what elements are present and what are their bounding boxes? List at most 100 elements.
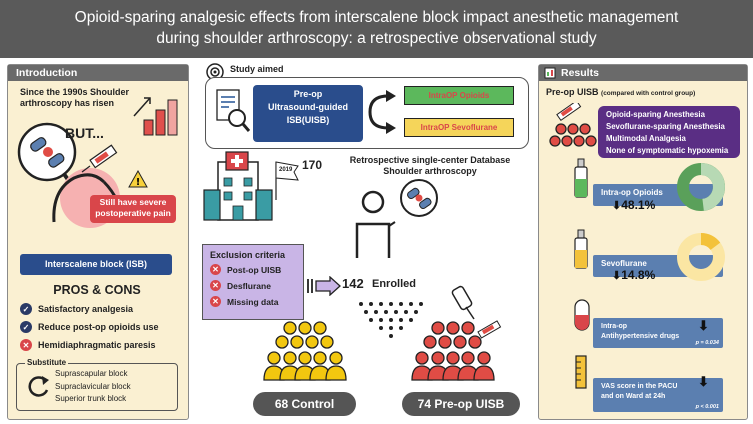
vas-result-bar: VAS score in the PACU and on Ward at 24h… xyxy=(593,378,723,412)
con-item: ✕ Hemidiaphragmatic paresis xyxy=(20,339,159,351)
pro-item: ✓ Reduce post-op opioids use xyxy=(20,321,159,333)
pain-line-2: postoperative pain xyxy=(95,208,171,218)
database-text: Retrospective single-center Database Sho… xyxy=(330,155,530,177)
since-text-line-2: arthroscopy has risen xyxy=(20,98,115,108)
document-search-icon xyxy=(216,89,251,132)
cross-icon: ✕ xyxy=(210,296,221,307)
uisb-line-1: Pre-op xyxy=(293,89,323,99)
substitute-item: Supraclavicular block xyxy=(55,381,131,391)
substitute-item: Suprascapular block xyxy=(55,369,128,378)
check-icon: ✓ xyxy=(20,303,32,315)
results-subtitle-rest: (compared with control group) xyxy=(601,90,696,97)
results-title: Results xyxy=(561,67,599,79)
substitute-item: Superior trunk block xyxy=(55,394,127,403)
database-count: 170 xyxy=(302,158,323,172)
check-icon: ✓ xyxy=(20,321,32,333)
results-subtitle-bold: Pre-op UISB xyxy=(546,87,599,97)
opioid-result-label: Intra-op Opioids xyxy=(601,188,663,197)
uisb-box: Pre-op Ultrasound-guided ISB(UISB) xyxy=(253,85,363,142)
clipboard-icon xyxy=(544,67,556,79)
enrolled-number: 142 xyxy=(342,276,364,291)
substitute-list: Suprascapular block Supraclavicular bloc… xyxy=(55,368,131,406)
exclusion-item-label: Desflurane xyxy=(227,280,271,291)
since-text: Since the 1990s Shoulder arthroscopy has… xyxy=(20,87,129,109)
since-text-line-1: Since the 1990s Shoulder xyxy=(20,87,130,97)
vas-result-label: VAS score in the PACU and on Ward at 24h xyxy=(601,383,678,400)
pill-capsule-icon xyxy=(574,299,590,331)
exclusion-item: ✕ Post-op UISB xyxy=(203,264,303,275)
warning-icon: ! xyxy=(128,170,148,188)
pro-item-label: Reduce post-op opioids use xyxy=(38,322,159,332)
control-group-icon xyxy=(263,321,347,381)
effects-box: Opioid-sparing Anesthesia Sevoflurane-sp… xyxy=(598,106,740,158)
growth-chart-icon xyxy=(133,97,178,136)
pros-cons-title: PROS & CONS xyxy=(53,283,141,297)
exclusion-item-label: Missing data xyxy=(227,296,279,307)
pro-item: ✓ Satisfactory analgesia xyxy=(20,303,159,315)
pain-line-1: Still have severe xyxy=(99,197,167,207)
ultrasound-probe-icon xyxy=(451,285,475,320)
cross-icon: ✕ xyxy=(20,339,32,351)
uisb-count-pill: 74 Pre-op UISB xyxy=(402,392,520,416)
branch-arrows-icon xyxy=(368,90,396,134)
svg-text:!: ! xyxy=(136,177,141,188)
uisb-line-3: ISB(UISB) xyxy=(286,115,330,125)
substitute-title: Substitute xyxy=(25,358,69,367)
sevoflurane-donut xyxy=(677,233,725,281)
sevoflurane-result-label: Sevoflurane xyxy=(601,259,647,268)
cross-icon: ✕ xyxy=(210,280,221,291)
exclusion-title: Exclusion criteria xyxy=(210,250,286,260)
cycle-icon xyxy=(28,376,49,397)
introduction-title: Introduction xyxy=(16,67,78,79)
pros-cons-list: ✓ Satisfactory analgesia ✓ Reduce post-op … xyxy=(20,303,159,351)
results-subtitle: Pre-op UISB (compared with control group… xyxy=(546,87,695,97)
effect-item: Multimodal Analgesia xyxy=(606,134,686,143)
enroll-arrow-icon xyxy=(307,276,341,296)
isb-label: Interscalene block (ISB) xyxy=(20,254,172,275)
uisb-group-icon xyxy=(411,320,502,381)
title-banner: Opioid-sparing analgesic effects from in… xyxy=(0,0,753,58)
effect-item: None of symptomatic hypoxemia xyxy=(606,146,729,155)
exclusion-item-label: Post-op UISB xyxy=(227,264,282,275)
flow-dots-icon xyxy=(359,302,423,338)
effect-item: Sevoflurane-sparing Anesthesia xyxy=(606,122,725,131)
substitute-box: Substitute Suprascapular block Supraclav… xyxy=(16,358,178,411)
antihypertensive-down-arrow-icon: ⬇ xyxy=(698,318,709,333)
antihypertensive-result-bar: Intra-op Antihypertensive drugs p = 0.03… xyxy=(593,318,723,348)
results-heading: Results xyxy=(539,65,747,81)
vas-p-value: p < 0.001 xyxy=(695,404,719,410)
hospital-icon xyxy=(203,151,299,221)
sevoflurane-result-number: 14.8% xyxy=(621,268,656,282)
exclusion-box: Exclusion criteria ✕ Post-op UISB ✕ Desflu… xyxy=(202,244,304,320)
enrolled-label: Enrolled xyxy=(372,278,417,290)
page-title-line-2: during shoulder arthroscopy: a retrospec… xyxy=(156,30,597,47)
vas-down-arrow-icon: ⬇ xyxy=(698,374,709,389)
effect-item: Opioid-sparing Anesthesia xyxy=(606,110,705,119)
opioid-vial-icon xyxy=(574,158,588,198)
sevoflurane-box: IntraOP Sevoflurane xyxy=(404,118,514,137)
syringe-crowd-icon xyxy=(549,103,597,147)
antihypertensive-p-value: p = 0.034 xyxy=(695,340,719,346)
opioid-result-value: ⬇48.1% xyxy=(612,198,655,212)
exclusion-item: ✕ Missing data xyxy=(203,296,303,307)
study-aimed-label: Study aimed xyxy=(230,64,284,74)
database-text-line-2: Shoulder arthroscopy xyxy=(383,166,477,176)
pro-item-label: Satisfactory analgesia xyxy=(38,304,134,314)
uisb-line-2: Ultrasound-guided xyxy=(268,102,348,112)
sevoflurane-vial-icon xyxy=(574,229,588,269)
exclusion-item: ✕ Desflurane xyxy=(203,280,303,291)
hospital-year: 2019 xyxy=(279,167,293,173)
patient-icon xyxy=(355,179,438,258)
cross-icon: ✕ xyxy=(210,264,221,275)
database-text-line-1: Retrospective single-center Database xyxy=(349,155,511,165)
introduction-heading: Introduction xyxy=(8,65,188,81)
but-label: BUT... xyxy=(65,125,104,141)
page-title-line-1: Opioid-sparing analgesic effects from in… xyxy=(74,9,679,26)
down-arrow-icon: ⬇ xyxy=(612,200,622,212)
con-item-label: Hemidiaphragmatic paresis xyxy=(38,340,156,350)
thermometer-ruler-icon xyxy=(575,355,587,389)
control-count-pill: 68 Control xyxy=(253,392,356,416)
antihypertensive-result-label: Intra-op Antihypertensive drugs xyxy=(601,323,680,340)
pain-callout: Still have severe postoperative pain xyxy=(90,195,176,223)
opioid-donut xyxy=(677,163,725,211)
